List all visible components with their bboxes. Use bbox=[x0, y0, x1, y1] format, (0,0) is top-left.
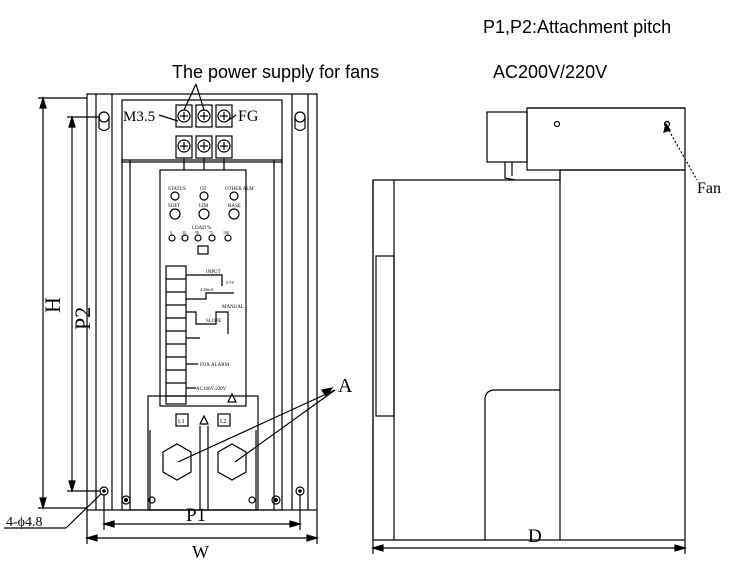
fan-housing bbox=[526, 107, 686, 171]
front-view bbox=[4, 83, 336, 544]
fan-connector bbox=[486, 111, 528, 163]
control-terminal-column bbox=[165, 265, 187, 405]
load-scale-100: 100 bbox=[223, 230, 229, 235]
terminal-label-input: INPUT bbox=[206, 270, 221, 275]
panel-label-status: STATUS bbox=[168, 187, 186, 192]
load-scale-0: 0 bbox=[170, 230, 172, 235]
panel-label-load: LOAD % bbox=[192, 226, 211, 231]
panel-label-base: BASE bbox=[228, 204, 241, 209]
main-terminal-l2: L2 bbox=[220, 419, 227, 425]
main-terminal-l1: L1 bbox=[178, 419, 185, 425]
load-scale-50: 50 bbox=[195, 230, 199, 235]
terminal-label-ac: AC100V-220V bbox=[196, 387, 227, 392]
side-body bbox=[372, 169, 686, 541]
pitch-note: P1,P2:Attachment pitch bbox=[483, 17, 672, 37]
pitch-horizontal-label: P1 bbox=[186, 505, 206, 526]
panel-label-other-alarm: OTHER ALM bbox=[225, 187, 254, 192]
terminal-label-current: 4-20mA bbox=[200, 287, 213, 292]
fan-terminal-block bbox=[121, 99, 283, 163]
pitch-vertical-label: P2 bbox=[70, 307, 95, 330]
fan-voltage-label: AC200V/220V bbox=[493, 62, 608, 82]
height-label: H bbox=[40, 297, 65, 313]
terminal-label-manual: MANUAL bbox=[222, 305, 244, 310]
cable-inlet-label: A bbox=[338, 375, 353, 397]
main-terminal-section bbox=[147, 395, 259, 511]
panel-label-soft: SOFT bbox=[168, 204, 180, 209]
fan-label: Fan bbox=[697, 180, 721, 197]
terminal-label-voltage: 0-5V bbox=[226, 280, 234, 285]
mounting-keyhole-top-right bbox=[294, 111, 306, 132]
terminal-label-slope: SLOPE bbox=[206, 319, 221, 324]
control-panel bbox=[159, 169, 247, 407]
cable-gland-right bbox=[217, 443, 247, 481]
panel-label-lim: LIM bbox=[199, 204, 209, 209]
panel-label-ot: OT bbox=[200, 187, 207, 192]
cable-gland-left bbox=[162, 443, 192, 481]
load-scale-75: 75 bbox=[209, 230, 213, 235]
terminal-label-alarm: FOX ALARM bbox=[200, 363, 230, 368]
mounting-keyhole-top-left bbox=[98, 111, 110, 132]
fg-label: FG bbox=[238, 108, 259, 125]
depth-label: D bbox=[528, 526, 542, 547]
fan-supply-label: The power supply for fans bbox=[172, 62, 380, 82]
mounting-hole-label: 4-ϕ4.8 bbox=[6, 515, 43, 530]
side-view bbox=[370, 107, 698, 554]
terminal-screw-label: M3.5 bbox=[123, 109, 155, 125]
width-label: W bbox=[192, 542, 209, 561]
load-scale-25: 25 bbox=[182, 230, 186, 235]
